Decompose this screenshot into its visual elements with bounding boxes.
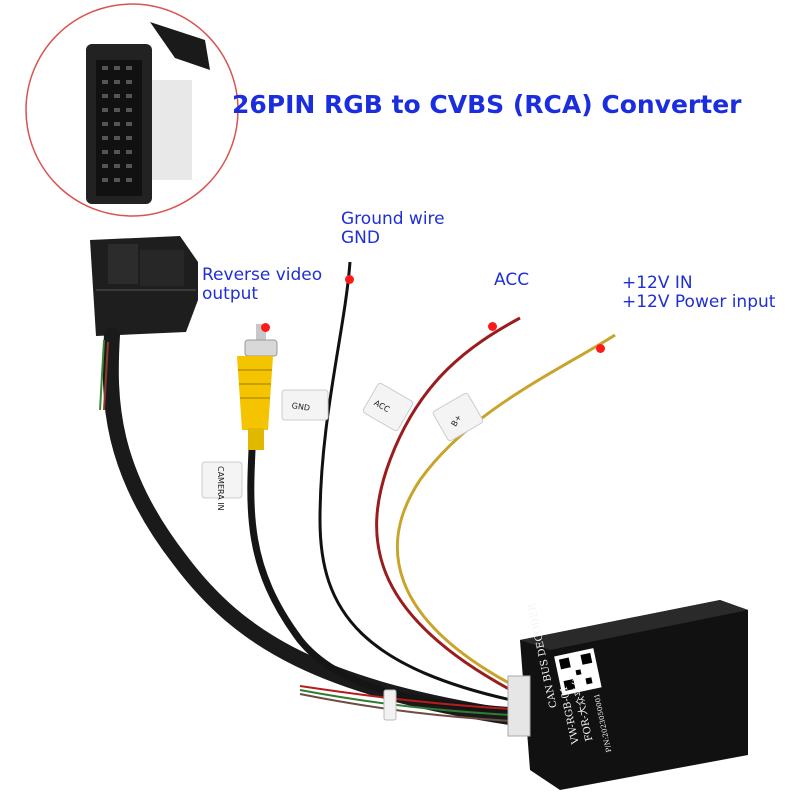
acc-wire (375, 316, 531, 702)
cable-tie (383, 689, 397, 721)
power-wire (395, 333, 616, 696)
reverse-marker-dot (261, 323, 270, 332)
main-connector (90, 236, 198, 336)
power-label-line1: +12V IN (622, 273, 693, 293)
ground-wire (318, 261, 531, 706)
page-title: 26PIN RGB to CVBS (RCA) Converter (232, 90, 742, 119)
camera-tag-text: CAMERA IN (216, 466, 225, 511)
acc-label: ACC (494, 270, 530, 290)
rca-plug (237, 324, 278, 450)
acc-marker-dot (488, 322, 497, 331)
ground-wire-label: Ground wire GND (341, 210, 445, 248)
power-input-label: +12V IN +12V Power input (622, 274, 775, 312)
reverse-label-line2: output (202, 284, 259, 304)
wire-tag-camera: CAMERA IN (201, 461, 243, 511)
ground-marker-dot (345, 275, 354, 284)
power-marker-dot (596, 344, 605, 353)
decoder-box: CAN BUS DECODER VW-RGB-01 FOR-大众平台 P/N:2… (507, 600, 748, 790)
gnd-tag-text: GND (291, 401, 310, 412)
reverse-label-line1: Reverse video (202, 265, 323, 285)
ground-label-line1: Ground wire (341, 209, 445, 229)
wire-tag-bplus: B+ (432, 392, 484, 442)
reverse-video-label: Reverse video output (202, 266, 322, 304)
ground-label-line2: GND (341, 228, 380, 248)
power-label-line2: +12V Power input (622, 292, 776, 312)
wire-tag-acc: ACC (362, 382, 414, 432)
connector-closeup-inset (25, 3, 239, 217)
wire-tag-gnd: GND (281, 389, 329, 421)
